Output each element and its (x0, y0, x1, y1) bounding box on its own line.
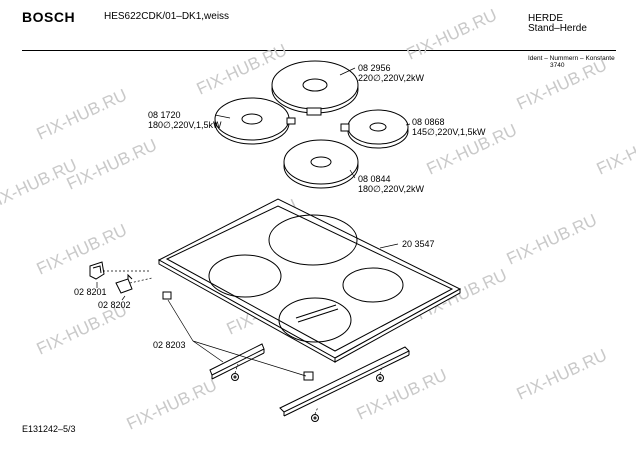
cooktop-20-3547 (157, 198, 462, 363)
leader-lines (96, 67, 411, 415)
clip-02-8201 (89, 261, 105, 280)
hotplate-08-1720 (214, 97, 296, 145)
screw (311, 414, 319, 422)
watermark-text: FIX-HUB.RU (514, 345, 610, 403)
part-number: 08 0844 (358, 174, 391, 184)
watermark-text: FIX-HUB.RU (124, 375, 220, 433)
category-subtitle: Stand–Herde (528, 23, 587, 34)
ident-label: Ident – Nummern – Konstante (528, 55, 615, 62)
hotplate-08-2956 (271, 60, 359, 116)
part-spec: 220∅,220V,2kW (358, 73, 425, 83)
watermark-text: FIX-HUB.RU (504, 210, 600, 268)
watermark-text: FIX-HUB.RU (34, 220, 130, 278)
part-label: 08 2956 220∅,220V,2kW (358, 63, 424, 83)
part-spec: 180∅,220V,1,5kW (148, 120, 222, 130)
part-label: 08 1720 180∅,220V,1,5kW (148, 110, 222, 130)
model-title: HES622CDK/01–DK1,weiss (104, 11, 230, 22)
part-number: 02 8202 (98, 300, 131, 310)
part-spec: 145∅,220V,1,5kW (412, 127, 486, 137)
watermark-text: FIX-HUB.RU (354, 365, 450, 423)
screw (376, 374, 384, 382)
part-label: 08 0844 180∅,220V,2kW (358, 174, 424, 194)
part-spec: 180∅,220V,2kW (358, 184, 425, 194)
watermark-text: FIX-HUB.RU (64, 135, 160, 193)
brand-logo: BOSCH (22, 9, 76, 25)
part-number: 02 8203 (153, 340, 186, 350)
watermark-text: FIX-HUB.RU (404, 5, 500, 63)
screw (231, 373, 239, 381)
part-number: 08 2956 (358, 63, 391, 73)
ident-number: 3740 (550, 62, 565, 69)
part-number: 20 3547 (402, 239, 435, 249)
support-rail-front (279, 346, 410, 417)
category-title: HERDE (528, 13, 564, 24)
watermark-text: FIX-HUB.RU (594, 120, 636, 178)
support-rail-left (209, 343, 265, 380)
header-divider (22, 50, 616, 51)
part-number: 02 8201 (74, 287, 107, 297)
part-number: 08 1720 (148, 110, 181, 120)
part-number: 08 0868 (412, 117, 445, 127)
bracket-02-8202 (115, 273, 133, 294)
fixing-clip (303, 371, 314, 381)
part-label: 08 0868 145∅,220V,1,5kW (412, 117, 486, 137)
watermark-text: FIX-HUB.RU (514, 55, 610, 113)
watermark-text: FIX-HUB.RU (34, 85, 130, 143)
hotplate-08-0868 (340, 109, 409, 149)
fixing-clip (162, 291, 172, 300)
drawing-code: E131242–5/3 (22, 424, 76, 434)
hotplate-08-0844 (283, 139, 359, 189)
